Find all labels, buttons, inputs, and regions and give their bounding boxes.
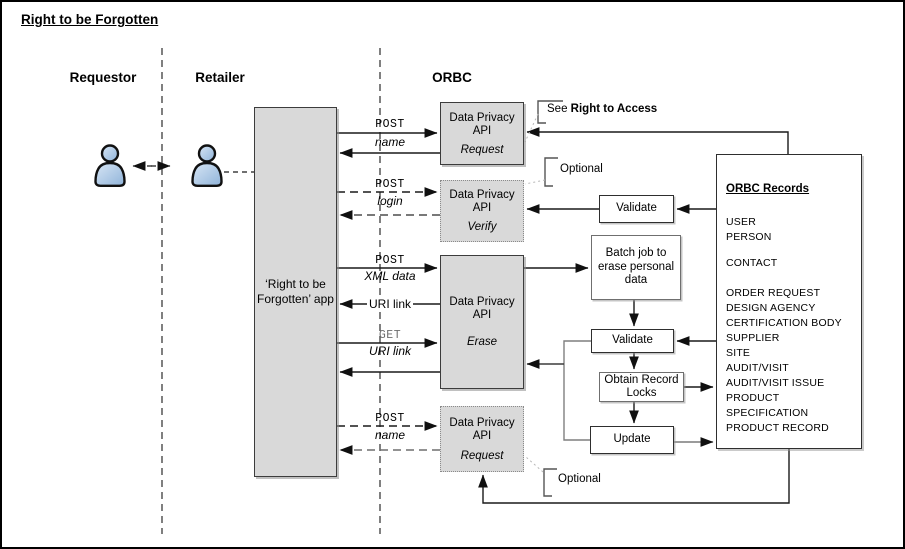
- api-verify-subtitle: Verify: [467, 221, 497, 233]
- record-item: ORDER REQUEST: [726, 287, 821, 299]
- validate-mid-box: Validate: [591, 329, 674, 353]
- see-right-to-access-annotation: See Right to Access: [547, 103, 657, 115]
- rtbf-app-box: ‘Right to be Forgotten’ app: [254, 107, 337, 477]
- record-item: SITE: [726, 347, 751, 359]
- update-box: Update: [590, 426, 674, 454]
- rtbf-app-label: ‘Right to be Forgotten’ app: [257, 277, 334, 306]
- lane-orbc: ORBC: [432, 70, 472, 85]
- optional-top-annotation: Optional: [560, 163, 603, 175]
- msg-post-login-param: login: [377, 194, 403, 208]
- api-request-bottom-title: Data Privacy API: [449, 416, 515, 442]
- arrow-records-to-request-top: [526, 127, 789, 154]
- batch-job-label: Batch job to erase personal data: [597, 247, 675, 287]
- orbc-records-title: ORBC Records: [726, 183, 810, 195]
- validate-top-box: Validate: [599, 195, 674, 223]
- bracket-see-right-to-access: [537, 100, 563, 124]
- records-group-contact: CONTACT: [726, 256, 855, 271]
- msg-post-name-bottom-param: name: [374, 428, 406, 442]
- see-prefix: See: [547, 103, 571, 115]
- records-group-people: USER PERSON: [726, 215, 855, 245]
- msg-post-name-top-param: name: [374, 135, 406, 149]
- validate-mid-label: Validate: [612, 334, 653, 347]
- see-bold: Right to Access: [570, 103, 658, 115]
- orbc-records-box: ORBC Records USER PERSON CONTACT ORDER R…: [716, 154, 862, 449]
- record-item: DESIGN AGENCY: [726, 302, 816, 314]
- msg-post-name-top-verb: POST: [375, 118, 405, 131]
- record-item: PERSON: [726, 231, 772, 243]
- lane-requestor: Requestor: [69, 70, 137, 85]
- optional-bottom-annotation: Optional: [558, 473, 601, 485]
- lane-retailer: Retailer: [195, 70, 245, 85]
- api-request-top-box: Data Privacy API Request: [440, 102, 524, 165]
- api-verify-title: Data Privacy API: [449, 189, 515, 214]
- bracket-optional-top: [544, 157, 558, 187]
- api-request-top-title: Data Privacy API: [449, 111, 515, 137]
- arrow-records-to-request-bottom: [478, 449, 790, 504]
- retailer-person-icon: [191, 144, 223, 187]
- obtain-locks-label: Obtain Record Locks: [604, 373, 679, 400]
- requestor-person-icon: [94, 144, 126, 187]
- msg-get-uri-verb: GET: [378, 329, 402, 342]
- record-item: SUPPLIER: [726, 332, 780, 344]
- leader-optional-top: [524, 179, 546, 185]
- api-erase-title: Data Privacy API: [449, 296, 515, 321]
- record-item: PRODUCT SPECIFICATION: [726, 392, 809, 419]
- msg-post-login-verb: POST: [375, 178, 405, 191]
- leader-see-access: [524, 113, 539, 143]
- msg-post-name-bottom-verb: POST: [375, 412, 405, 425]
- api-request-top-subtitle: Request: [460, 143, 504, 156]
- batch-job-box: Batch job to erase personal data: [591, 235, 681, 300]
- obtain-locks-box: Obtain Record Locks: [599, 372, 684, 402]
- validate-top-label: Validate: [616, 202, 657, 215]
- api-erase-box: Data Privacy API Erase: [440, 255, 524, 389]
- line-validate-update-loop: [563, 340, 591, 441]
- record-item: CERTIFICATION BODY: [726, 317, 842, 329]
- record-item: CONTACT: [726, 257, 778, 269]
- api-request-bottom-box: Data Privacy API Request: [440, 406, 524, 472]
- bracket-optional-bottom: [543, 468, 557, 497]
- api-erase-subtitle: Erase: [466, 336, 498, 348]
- api-verify-box: Data Privacy API Verify: [440, 180, 524, 242]
- msg-post-xml-verb: POST: [375, 254, 405, 267]
- msg-post-xml-param: XML data: [364, 269, 416, 283]
- record-item: AUDIT/VISIT: [726, 362, 789, 374]
- record-item: USER: [726, 216, 756, 228]
- records-group-business: ORDER REQUEST DESIGN AGENCY CERTIFICATIO…: [726, 286, 855, 436]
- record-item: AUDIT/VISIT ISSUE: [726, 377, 825, 389]
- api-request-bottom-subtitle: Request: [460, 449, 504, 462]
- msg-uri-link-return-label: URI link: [366, 297, 413, 311]
- record-item: PRODUCT RECORD: [726, 422, 829, 434]
- diagram-title: Right to be Forgotten: [21, 12, 159, 27]
- update-label: Update: [613, 433, 651, 446]
- msg-get-uri-param: URI link: [368, 344, 411, 358]
- leader-optional-bottom: [525, 456, 544, 473]
